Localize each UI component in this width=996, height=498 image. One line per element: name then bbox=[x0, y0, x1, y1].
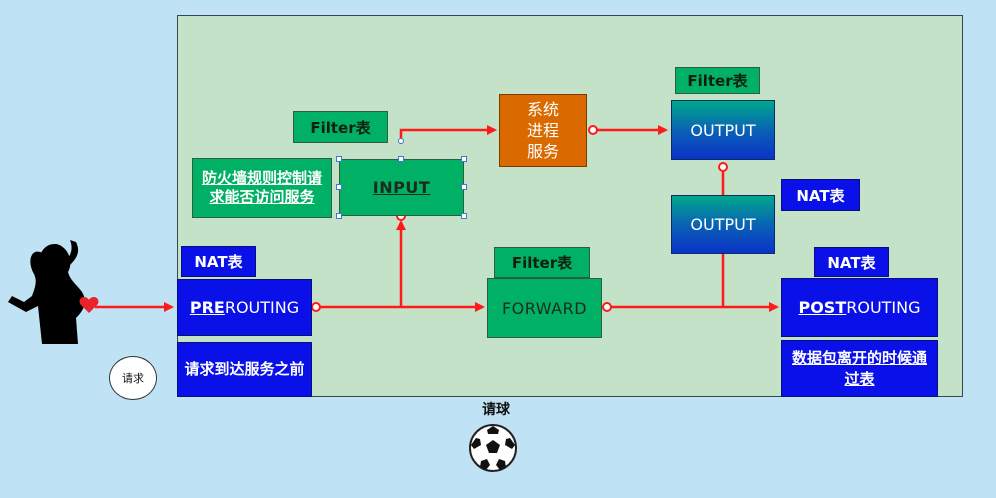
selection-handle[interactable] bbox=[336, 184, 342, 190]
post-note: 数据包离开的时候通过表 bbox=[781, 340, 938, 397]
selection-handle[interactable] bbox=[461, 156, 467, 162]
selection-handle[interactable] bbox=[336, 213, 342, 219]
forward-chain[interactable]: FORWARD bbox=[487, 278, 602, 338]
wire-node bbox=[718, 162, 728, 172]
ball-label: 请球 bbox=[482, 402, 510, 418]
pre-note: 请求到达服务之前 bbox=[177, 342, 312, 397]
nat-pre-label: NAT表 bbox=[181, 246, 256, 277]
system-service: 系统进程服务 bbox=[499, 94, 587, 167]
request-button[interactable]: 请求 bbox=[109, 356, 157, 400]
wire-node bbox=[588, 125, 598, 135]
filter-input-label: Filter表 bbox=[293, 111, 388, 143]
postrouting-prefix: POST bbox=[798, 298, 847, 317]
prerouting-prefix: PRE bbox=[189, 298, 225, 317]
input-chain[interactable]: INPUT bbox=[339, 159, 464, 216]
selection-handle[interactable] bbox=[398, 156, 404, 162]
nat-output-label: NAT表 bbox=[781, 179, 860, 211]
prerouting-suffix: ROUTING bbox=[224, 298, 300, 317]
wire-node bbox=[602, 302, 612, 312]
nat-post-label: NAT表 bbox=[814, 247, 889, 277]
rotate-handle[interactable] bbox=[398, 138, 404, 144]
silhouette-figure-icon bbox=[8, 240, 85, 344]
filter-forward-label: Filter表 bbox=[494, 247, 590, 278]
filter-output-label: Filter表 bbox=[675, 67, 760, 94]
firewall-note: 防火墙规则控制请求能否访问服务 bbox=[192, 158, 332, 218]
postrouting-suffix: ROUTING bbox=[846, 298, 921, 317]
output-chain-top[interactable]: OUTPUT bbox=[671, 100, 775, 160]
wire-input-to-service bbox=[399, 125, 497, 144]
selection-handle[interactable] bbox=[336, 156, 342, 162]
selection-handle[interactable] bbox=[461, 184, 467, 190]
heart-icon bbox=[79, 297, 99, 313]
soccer-ball-icon bbox=[469, 424, 517, 472]
selection-handle[interactable] bbox=[461, 213, 467, 219]
wire-node bbox=[311, 302, 321, 312]
output-chain-bottom[interactable]: OUTPUT bbox=[671, 195, 775, 254]
